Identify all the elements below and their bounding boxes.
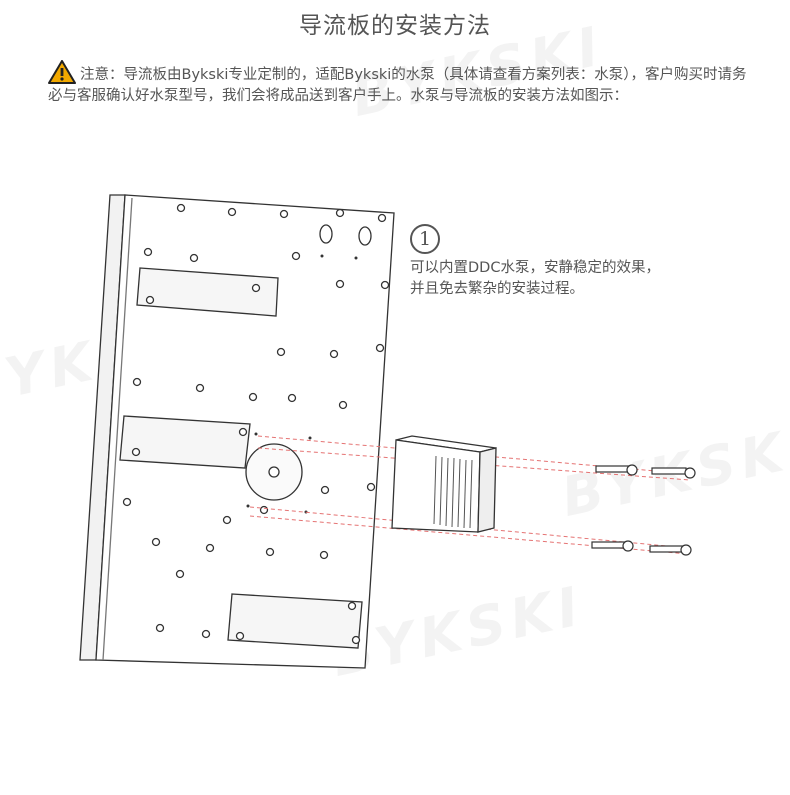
installation-diagram	[79, 194, 696, 669]
notice-text: 导流板由Bykski专业定制的，适配Bykski的水泵（具体请查看方案列表：水泵…	[48, 67, 747, 104]
step-line-2: 并且免去繁杂的安装过程。	[410, 281, 584, 297]
step-number: 1	[410, 224, 440, 254]
step-line-1: 可以内置DDC水泵，安静稳定的效果，	[410, 260, 660, 276]
warning-icon	[48, 60, 76, 84]
notice-paragraph: 注意：导流板由Bykski专业定制的，适配Bykski的水泵（具体请查看方案列表…	[48, 60, 760, 107]
page-title: 导流板的安装方法	[299, 13, 491, 39]
step-annotation: 1 可以内置DDC水泵，安静稳定的效果， 并且免去繁杂的安装过程。	[410, 224, 660, 300]
notice-label: 注意：	[80, 67, 124, 83]
